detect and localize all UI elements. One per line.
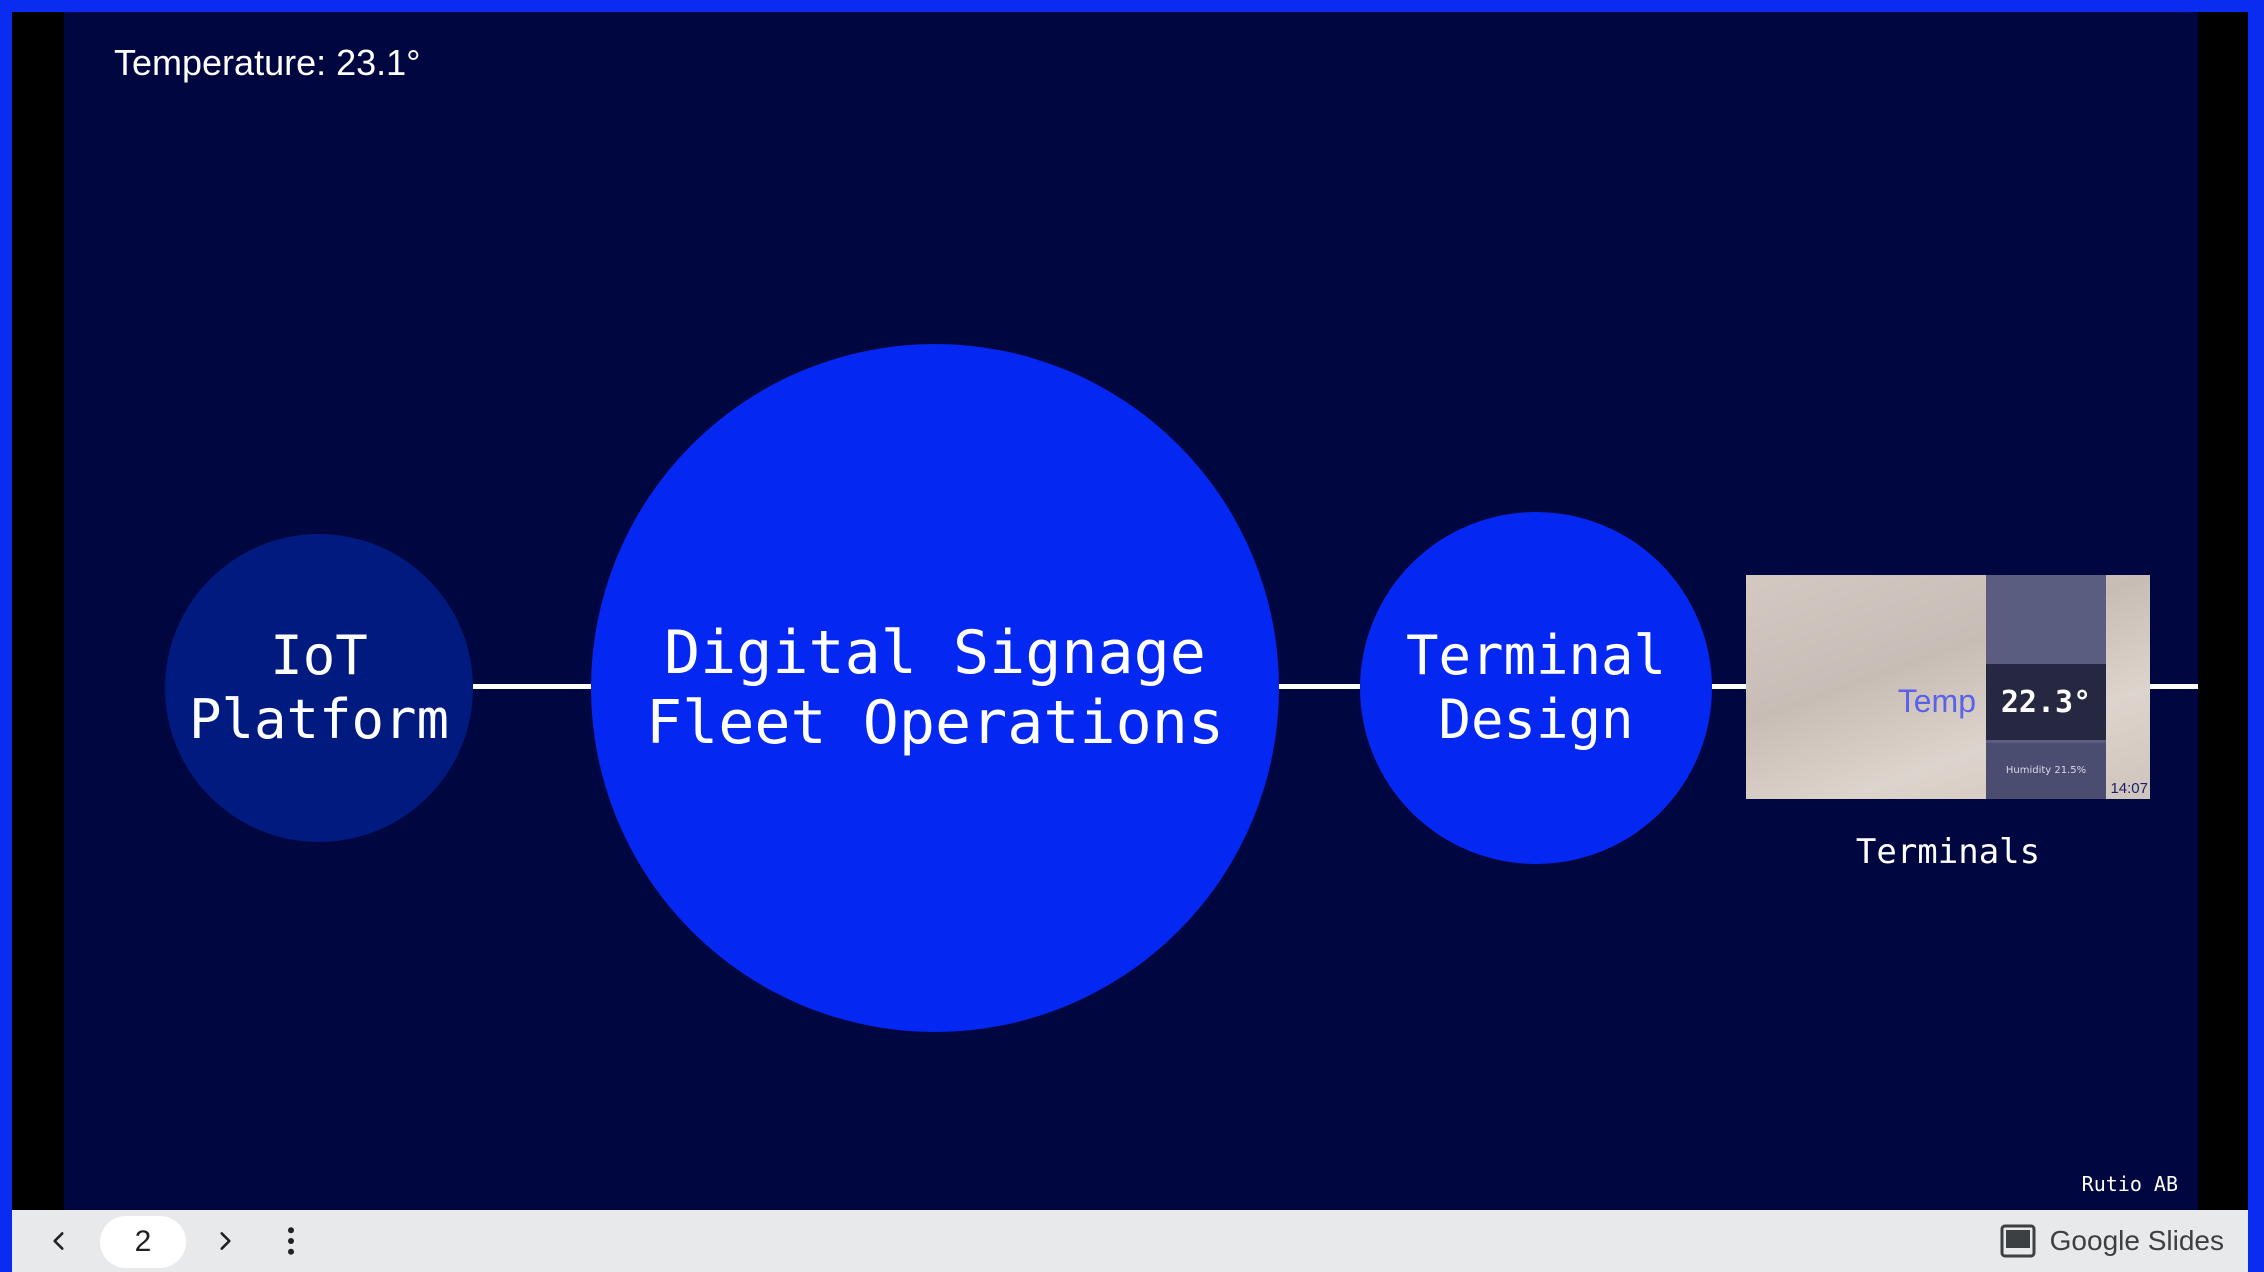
thumbnail-temp-value: 22.3° [1986,664,2106,740]
chevron-left-icon [53,1232,64,1250]
slides-icon [2000,1224,2036,1258]
slides-toolbar: 2 Google Slides [12,1210,2248,1272]
connector-line [1279,684,1360,689]
connector-line [1712,684,1746,689]
slide: Temperature: 23.1° IoT Platform Digital … [64,12,2198,1210]
thumbnail-humidity: Humidity 21.5% [2005,765,2087,776]
terminal-thumbnail: Temp 22.3° Humidity 21.5% 14:07 [1746,575,2150,799]
more-vert-icon [288,1227,294,1255]
page-number-input[interactable]: 2 [100,1216,186,1268]
previous-slide-button[interactable] [36,1218,82,1264]
connector-line [473,684,591,689]
thumbnail-time: 14:07 [2110,780,2148,797]
brand-label: Google Slides [2049,1225,2224,1256]
digital-signage-circle: Digital Signage Fleet Operations [591,344,1279,1032]
chevron-right-icon [220,1232,231,1250]
more-options-button[interactable] [268,1218,314,1264]
google-slides-link[interactable]: Google Slides [2000,1218,2224,1264]
connector-line [2150,684,2198,689]
temperature-readout: Temperature: 23.1° [114,42,421,83]
terminals-caption: Terminals [1855,832,2041,872]
thumbnail-temp-label: Temp [1897,683,1976,719]
presentation-frame: Temperature: 23.1° IoT Platform Digital … [12,12,2248,1272]
next-slide-button[interactable] [202,1218,248,1264]
company-name: Rutio AB [2081,1172,2178,1196]
thumbnail-panel-bottom [1986,743,2106,799]
terminal-design-circle: Terminal Design [1360,512,1712,864]
iot-platform-circle: IoT Platform [165,534,473,842]
